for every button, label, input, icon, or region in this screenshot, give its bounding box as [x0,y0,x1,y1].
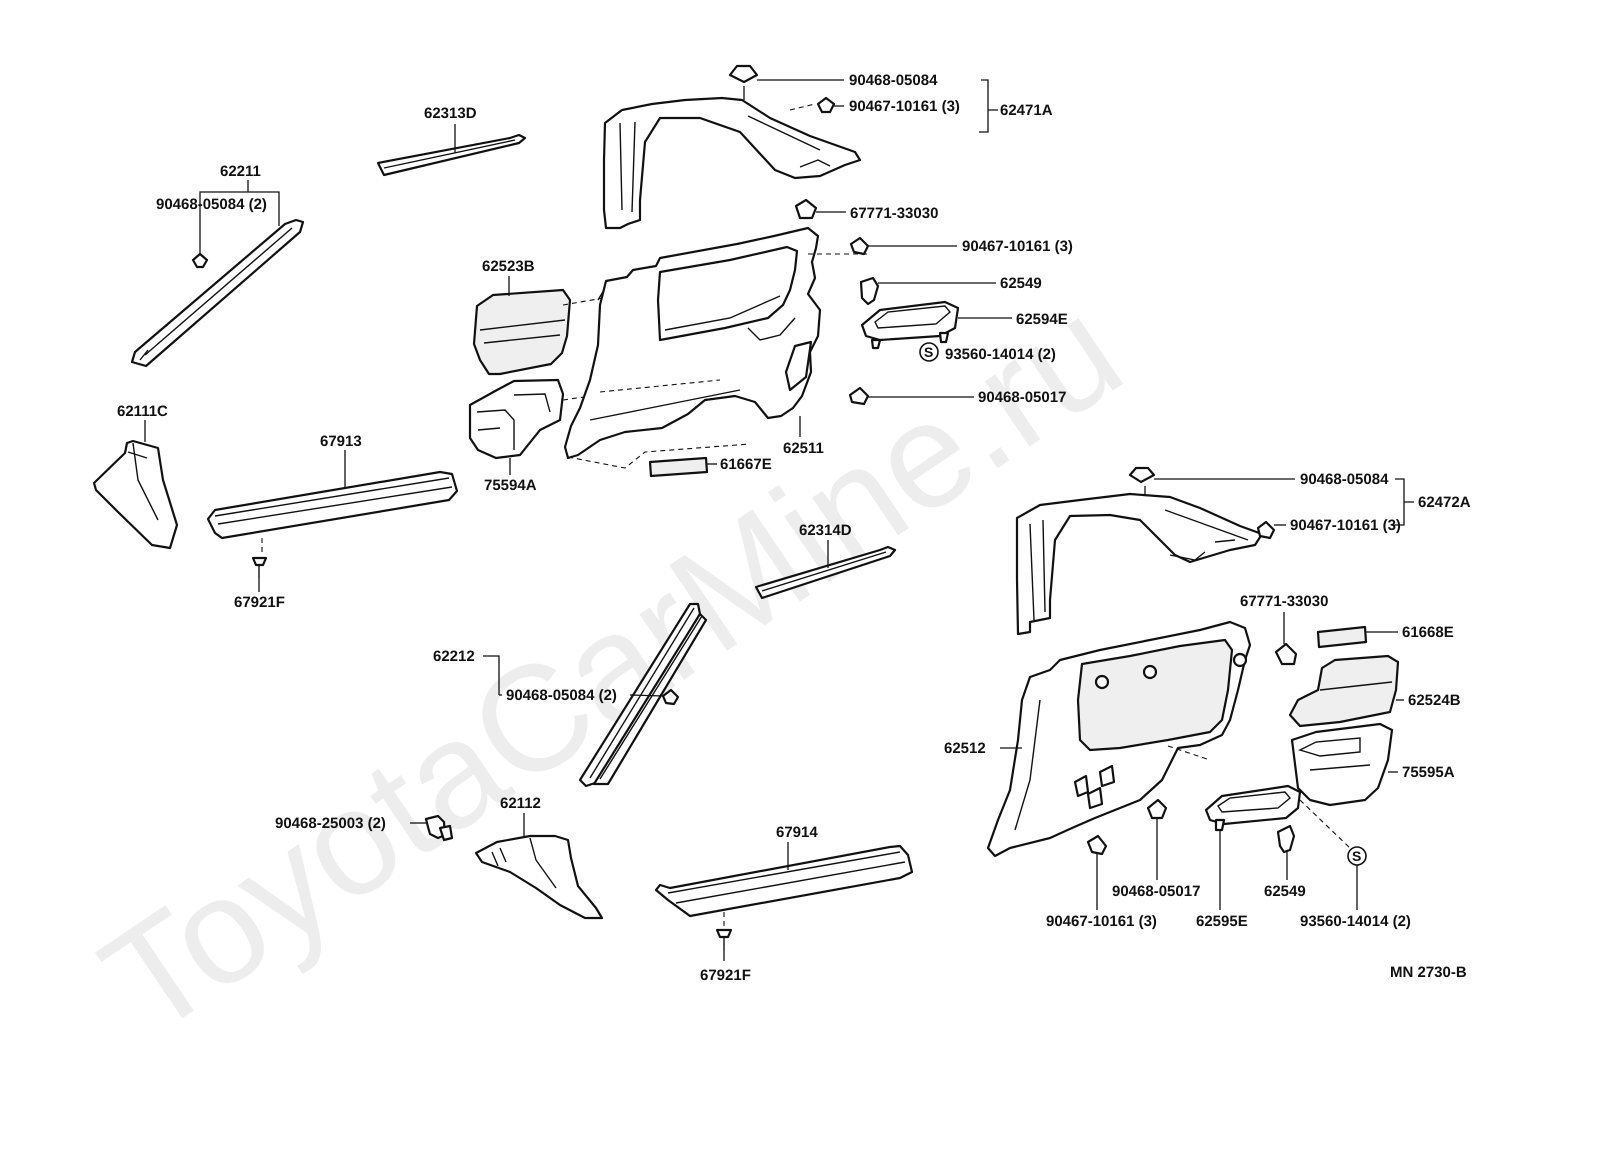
label-90468-05017-b: 90468-05017 [1112,883,1200,900]
part-75594A-box [468,378,701,475]
pin-62549-left [859,276,996,306]
clip-67771-33030-right [1274,612,1298,666]
screw-67921F-left [251,556,268,592]
part-62471A-upper-garnish [602,86,862,230]
part-62314D-weatherstrip [754,540,897,600]
label-67921F-b: 67921F [700,967,751,984]
part-67914-scuff-plate [654,842,914,928]
label-62471A: 62471A [1000,102,1053,119]
part-61667E-pad [648,456,717,478]
label-62212: 62212 [433,648,475,665]
label-61668E: 61668E [1402,624,1454,641]
clip-90467-10161-bottom [1086,834,1108,910]
clip-90468-25003 [410,814,454,842]
label-90467-10161-3b: 90467-10161 (3) [962,238,1073,255]
clip-90468-05084-top [728,64,844,84]
part-62313D-weatherstrip [376,124,527,177]
label-67921F-a: 67921F [234,594,285,611]
part-62524B-cover [1288,654,1404,728]
part-number-labels: 62211 90468-05084 (2) 62313D 90468-05084… [117,72,1471,984]
label-90468-05084-2b: 90468-05084 (2) [506,687,617,704]
label-61667E: 61667E [720,456,772,473]
part-62211-pillar-garnish [130,218,305,368]
clip-90467-10161-right [1256,520,1286,540]
part-62472A-upper-garnish [1015,486,1264,636]
clip-90468-05084-right [1128,466,1295,484]
label-62523B: 62523B [482,258,535,275]
label-67771-33030-a: 67771-33030 [850,205,938,222]
label-90468-05084-a: 90468-05084 [849,72,938,89]
label-67771-33030-b: 67771-33030 [1240,593,1328,610]
part-62523B-cover [472,276,651,376]
part-67913-scuff-plate [206,450,459,555]
label-90468-05017-a: 90468-05017 [978,389,1066,406]
clip-67771-33030-left [794,198,846,220]
screw-67921F-center [715,928,733,961]
label-62211: 62211 [220,163,261,180]
clip-90468-05017-left [848,386,974,406]
label-62594E: 62594E [1016,311,1068,328]
part-61668E-pad [1316,625,1398,649]
label-93560-14014-2a: 93560-14014 (2) [945,346,1056,363]
clip-90467-10161-top [789,96,844,114]
drawing-number: MN 2730-B [1390,964,1467,981]
part-62111C-cowl-trim [92,420,179,550]
clip-90468-05084-left [191,214,209,269]
part-62512-quarter-panel [986,620,1252,858]
label-90467-10161-3c: 90467-10161 (3) [1290,517,1401,534]
label-93560-14014-2b: 93560-14014 (2) [1300,913,1411,930]
svg-text:S: S [1352,848,1361,864]
label-62595E: 62595E [1196,913,1248,930]
s-symbol-left: S [919,342,939,362]
part-62112-lower-trim [474,813,604,920]
pin-62549-right [1276,824,1296,880]
label-90467-10161-3d: 90467-10161 (3) [1046,913,1157,930]
label-67914: 67914 [776,824,818,841]
label-62524B: 62524B [1408,692,1461,709]
label-67913: 67913 [320,433,362,450]
part-62511-quarter-panel [563,226,870,469]
label-75594A: 75594A [484,477,537,494]
label-62112: 62112 [500,795,541,812]
label-62511: 62511 [783,440,824,457]
part-62595E-cup-holder [1204,784,1353,910]
label-62111C: 62111C [117,403,168,420]
label-62549-a: 62549 [1000,275,1042,292]
label-75595A: 75595A [1402,764,1455,781]
clip-90468-05084-center [661,688,680,706]
label-90468-05084-2a: 90468-05084 (2) [156,196,267,213]
label-62472A: 62472A [1418,494,1471,511]
clip-90467-10161-mid [849,236,957,256]
s-symbol-right: S [1347,846,1367,910]
label-90467-10161-3a: 90467-10161 (3) [849,98,960,115]
label-62314D: 62314D [799,522,852,539]
label-90468-05084-b: 90468-05084 [1300,471,1389,488]
svg-text:S: S [924,344,933,360]
label-62549-b: 62549 [1264,883,1306,900]
part-62594E-cup-holder [860,300,1012,350]
label-62313D: 62313D [424,105,477,122]
clip-90468-05017-right [1146,798,1168,880]
label-90468-25003-2: 90468-25003 (2) [275,815,386,832]
label-62512: 62512 [944,740,986,757]
part-75595A-box [1290,722,1398,807]
